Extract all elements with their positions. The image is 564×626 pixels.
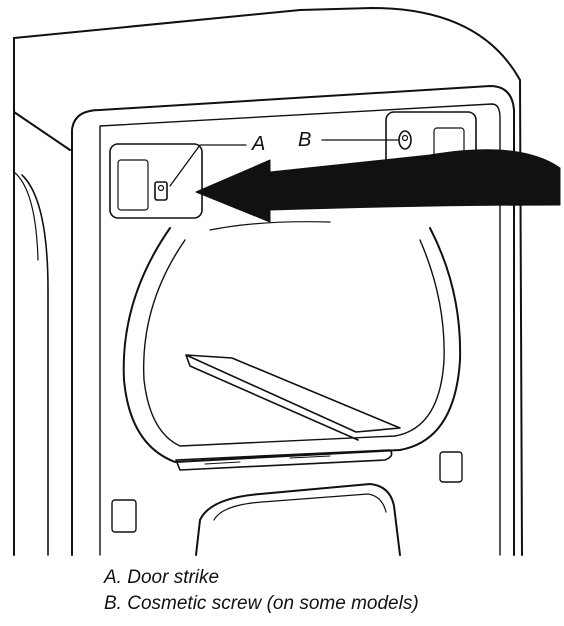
cabinet-side-curve-inner bbox=[13, 171, 39, 261]
caption-cosmetic-screw: B. Cosmetic screw (on some models) bbox=[104, 593, 419, 614]
cabinet-top bbox=[13, 7, 523, 556]
left-strike-pocket-inner bbox=[117, 159, 149, 211]
drum-opening-inner bbox=[142, 239, 445, 447]
left-strike-pocket bbox=[109, 143, 203, 219]
callout-a-leader bbox=[169, 144, 247, 187]
cosmetic-screw bbox=[398, 130, 412, 150]
cabinet-side-curve bbox=[21, 174, 49, 556]
cosmetic-screw-center bbox=[401, 134, 409, 142]
callout-b-label: B bbox=[298, 129, 311, 151]
front-panel-inner bbox=[99, 103, 501, 556]
callout-a-label: A bbox=[251, 133, 265, 155]
door-handle-recess-inner bbox=[213, 493, 387, 521]
top-panel-lower-edge bbox=[13, 111, 71, 151]
lint-filter-vents bbox=[204, 455, 331, 465]
lower-left-pocket bbox=[111, 499, 137, 533]
relocation-arrow bbox=[195, 149, 561, 223]
lint-filter-lip bbox=[175, 449, 393, 471]
door-handle-bottom bbox=[195, 519, 201, 556]
front-panel-frame bbox=[71, 85, 515, 556]
door-strike bbox=[154, 181, 168, 201]
drum-opening-outer bbox=[122, 227, 462, 463]
door-handle-recess bbox=[199, 483, 401, 556]
door-strike-hole bbox=[157, 184, 165, 192]
lower-right-pocket bbox=[439, 451, 463, 483]
drum-back-line bbox=[209, 221, 331, 231]
caption-door-strike: A. Door strike bbox=[104, 567, 220, 588]
drum-baffle bbox=[185, 354, 401, 441]
dryer-door-reversal-diagram: A B bbox=[13, 7, 561, 556]
